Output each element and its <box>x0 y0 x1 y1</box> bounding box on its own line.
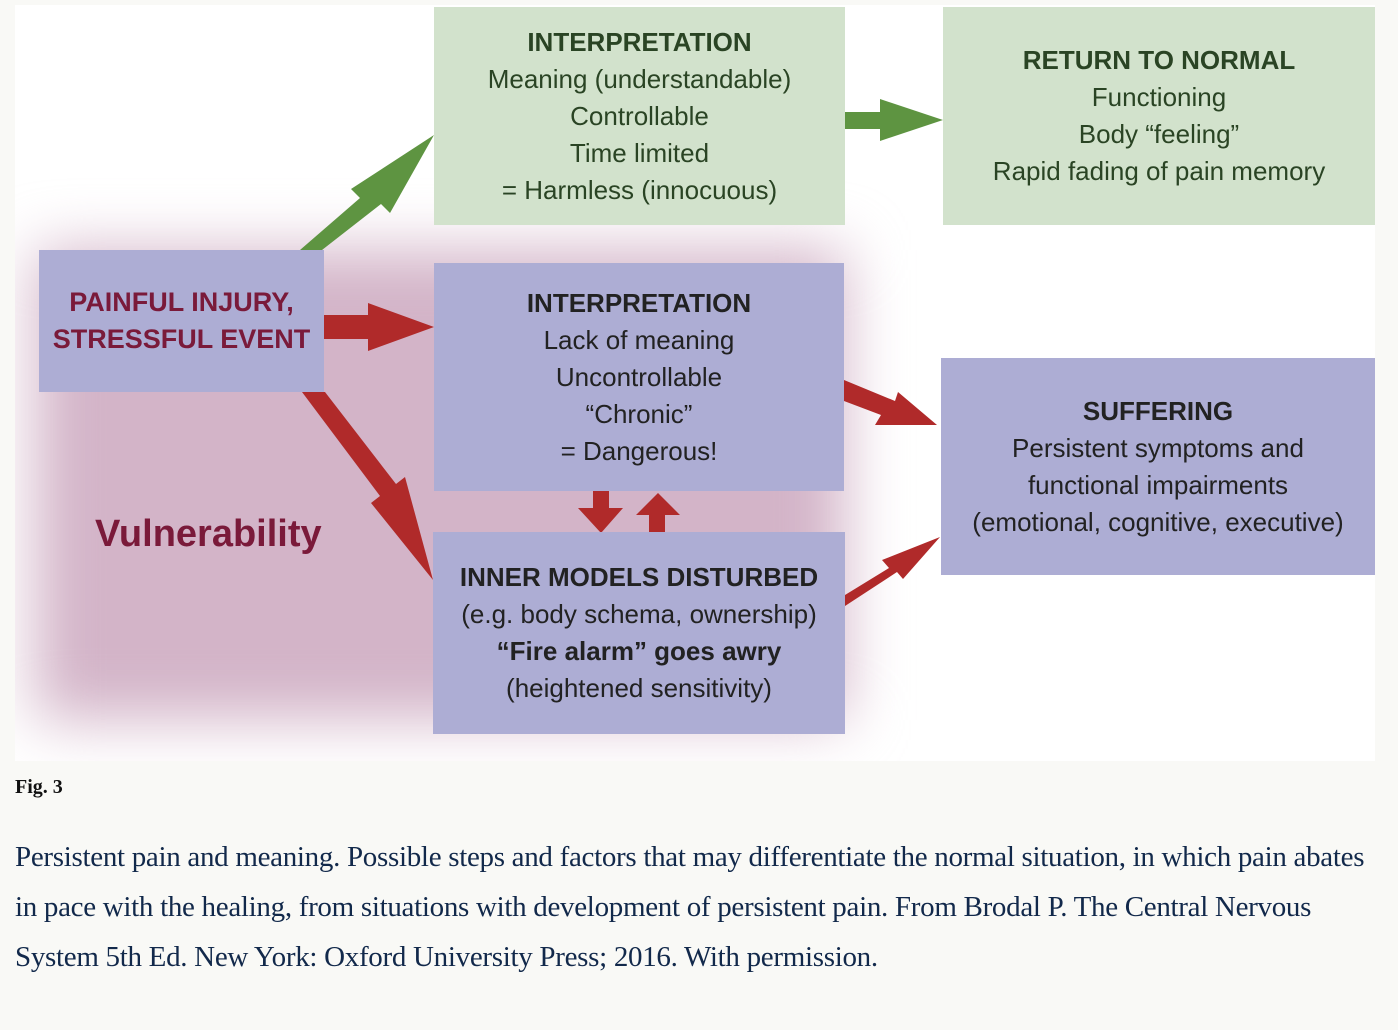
arrow-injury-to-chronic-interpretation <box>324 303 434 351</box>
box-line: PAINFUL INJURY, <box>69 287 294 317</box>
box-line: Meaning (understandable) <box>487 63 792 94</box>
box-title: INTERPRETATION <box>527 26 752 57</box>
box-title: INNER MODELS DISTURBED <box>459 562 819 592</box>
arrows-layer <box>300 99 943 606</box>
box-chronic-interpretation: INTERPRETATION Lack of meaning Uncontrol… <box>434 263 844 491</box>
box-line: “Fire alarm” goes awry <box>496 636 782 666</box>
arrow-chronic-to-inner <box>578 491 623 533</box>
box-line: Lack of meaning <box>543 324 735 355</box>
box-return-to-normal: RETURN TO NORMAL Functioning Body “feeli… <box>943 7 1375 225</box>
box-line: Uncontrollable <box>555 361 723 392</box>
box-line: Persistent symptoms and <box>1012 432 1304 463</box>
arrow-chronic-to-suffering <box>844 380 937 425</box>
figure-caption: Persistent pain and meaning. Possible st… <box>15 841 1365 973</box>
box-line: = Harmless (innocuous) <box>501 174 778 205</box>
arrow-inner-to-suffering <box>845 537 940 606</box>
box-line: Controllable <box>570 100 709 131</box>
box-title: SUFFERING <box>1082 395 1234 426</box>
box-line: Time limited <box>569 137 710 168</box>
box-painful-injury: PAINFUL INJURY, STRESSFUL EVENT <box>39 250 324 392</box>
vulnerability-label: Vulnerability <box>95 513 322 555</box>
box-line: Rapid fading of pain memory <box>992 156 1326 186</box>
box-line: Functioning <box>1091 82 1227 112</box>
box-line: (emotional, cognitive, executive) <box>972 506 1344 537</box>
box-inner-models: INNER MODELS DISTURBED (e.g. body schema… <box>433 532 845 734</box>
box-suffering: SUFFERING Persistent symptoms and functi… <box>941 358 1375 575</box>
box-line: (heightened sensitivity) <box>506 673 772 703</box>
box-title: INTERPRETATION <box>526 287 752 318</box>
box-line: = Dangerous! <box>560 435 718 466</box>
arrow-injury-to-normal-interpretation <box>300 135 434 250</box>
box-line: “Chronic” <box>585 398 693 429</box>
arrow-normal-to-return <box>845 99 943 141</box>
box-title: RETURN TO NORMAL <box>1022 45 1296 75</box>
box-line: Body “feeling” <box>1078 119 1240 149</box>
box-line: (e.g. body schema, ownership) <box>461 599 817 629</box>
figure-label: Fig. 3 <box>15 776 63 798</box>
arrow-injury-to-inner-models <box>302 392 433 580</box>
box-line: STRESSFUL EVENT <box>52 324 311 354</box>
arrow-inner-to-chronic <box>636 493 680 532</box>
diagram-figure: INTERPRETATION Meaning (understandable) … <box>15 5 1375 761</box>
box-normal-interpretation: INTERPRETATION Meaning (understandable) … <box>434 7 845 225</box>
box-line: functional impairments <box>1027 469 1289 500</box>
